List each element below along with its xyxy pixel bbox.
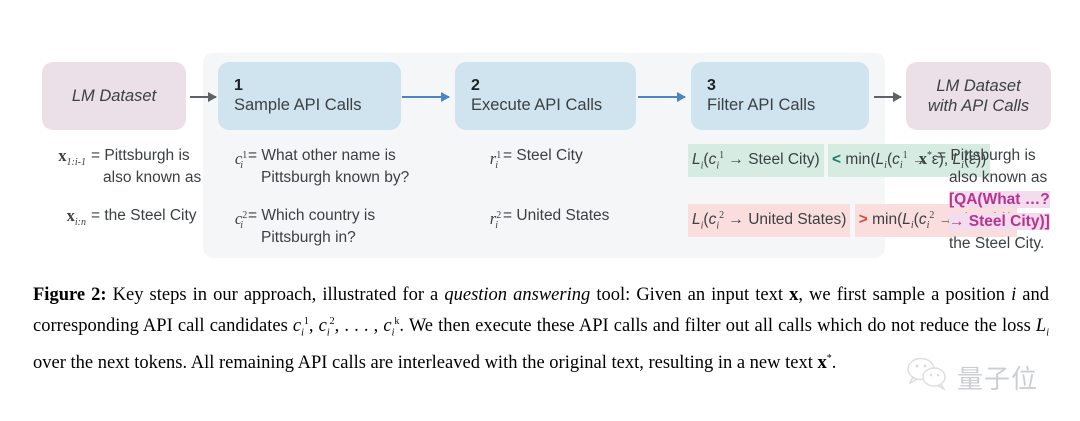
output-var-equals: =	[937, 147, 947, 164]
caption-math-loss: Li	[1035, 315, 1049, 339]
caption-label: Figure 2:	[33, 285, 107, 305]
lm-dataset-label: LM Dataset	[71, 87, 157, 105]
filter-expression-kept: Li(ci1 → Steel City) < min(Li(ci1 → ε), …	[688, 144, 991, 178]
step-2-title: Execute API Calls	[471, 96, 603, 114]
step-2-box: 2 Execute API Calls	[455, 62, 636, 130]
response-2-symbol: r	[489, 209, 497, 229]
input-var-2-symbol: x	[66, 206, 75, 225]
sampled-call-1-superscript: 1	[242, 150, 248, 161]
sampled-call-2-value-line2: Pittsburgh in?	[261, 229, 356, 246]
input-var-1-value-line2: also known as	[103, 169, 202, 186]
watermark: 量子位	[905, 357, 1055, 397]
step-2-number: 2	[471, 77, 480, 94]
filter-kept-operator: <	[832, 151, 842, 169]
caption-emphasis: question answering	[444, 285, 591, 305]
filter-kept-line2-row: < min(Li(ci1 → ε), Li(ε))	[828, 144, 991, 178]
arrow-step2-to-step3	[638, 92, 686, 102]
input-var-2-value: the Steel City	[104, 207, 197, 224]
caption-part7: .	[831, 353, 837, 373]
wechat-icon	[907, 357, 946, 391]
sampled-call-1-value-line2: Pittsburgh known by?	[261, 169, 410, 186]
input-var-2-equals: =	[91, 207, 101, 224]
input-var-1: x1:i-1 = Pittsburgh is also known as	[28, 145, 201, 189]
step-1-title: Sample API Calls	[234, 96, 362, 114]
response-2: r2i = United States	[474, 205, 610, 237]
sampled-call-1: c1i = What other name is Pittsburgh know…	[217, 145, 409, 189]
output-var-symbol: x	[918, 149, 927, 169]
response-2-superscript: 2	[496, 210, 502, 221]
input-var-2-subscript: i:n	[74, 217, 86, 229]
filter-kept-line2: min(Li(ci1 → ε), Li(ε))	[845, 150, 987, 172]
response-1-subscript: i	[495, 160, 498, 172]
caption-part1: Key steps in our approach, illustrated f…	[106, 285, 445, 305]
caption-part3: , we first sample a position	[798, 285, 1012, 305]
sampled-call-1-value-line1: What other name is	[261, 147, 396, 164]
figure-diagram: LM Dataset 1 Sample API Calls 2 Execute …	[28, 62, 1051, 255]
sampled-call-1-equals: =	[248, 147, 258, 164]
filter-kept-line1: Li(ci1 → Steel City)	[688, 144, 824, 178]
output-var-api-line2: → Steel City)]	[949, 213, 1050, 230]
response-2-subscript: i	[495, 220, 498, 232]
output-var-line2: also known as	[949, 169, 1048, 186]
filter-expression-discarded: Li(ci2 → United States) > min(Li(ci2 → ε…	[688, 204, 1017, 238]
arrow-step3-to-output	[874, 92, 902, 102]
caption-star: *	[826, 352, 832, 364]
input-var-1-symbol: x	[58, 146, 67, 165]
figure-caption: Figure 2: Key steps in our approach, ill…	[33, 283, 1049, 377]
sampled-call-2-subscript: i	[240, 220, 243, 232]
output-var-line3: the Steel City.	[949, 235, 1045, 252]
sampled-call-2-equals: =	[248, 207, 258, 224]
arrow-step1-to-step2	[402, 92, 450, 102]
sampled-call-2-symbol: c	[234, 209, 243, 229]
filter-discarded-line1: Li(ci2 → United States)	[688, 204, 851, 238]
response-1-equals: =	[503, 147, 513, 164]
output-var: x* = Pittsburgh is also known as [QA(Wha…	[910, 145, 1050, 255]
step-1-number: 1	[234, 77, 243, 94]
input-var-2: xi:n = the Steel City	[28, 205, 197, 234]
caption-part2: tool: Given an input text	[590, 285, 790, 305]
response-1: r1i = Steel City	[474, 145, 583, 177]
input-var-1-subscript: 1:i-1	[66, 157, 86, 169]
sampled-call-2-value-line1: Which country is	[261, 207, 376, 224]
sampled-call-2-superscript: 2	[242, 210, 248, 221]
lm-dataset-api-label-line1: LM Dataset	[936, 77, 1021, 95]
sampled-call-1-subscript: i	[240, 160, 243, 172]
caption-part4: and corresponding API call candidates	[33, 285, 1049, 336]
arrow-dataset-to-step1	[190, 92, 217, 102]
step-1-box: 1 Sample API Calls	[218, 62, 401, 130]
output-var-api-line1: [QA(What …?	[949, 191, 1050, 208]
output-var-superscript: *	[927, 150, 932, 161]
step-3-box: 3 Filter API Calls	[691, 62, 869, 130]
step-3-number: 3	[707, 77, 716, 94]
caption-bold-x2: x	[817, 353, 827, 373]
filter-discarded-operator: >	[858, 211, 868, 229]
response-1-value: Steel City	[516, 147, 583, 164]
sampled-call-1-symbol: c	[234, 149, 243, 169]
step-3-title: Filter API Calls	[707, 96, 816, 114]
response-2-value: United States	[516, 207, 610, 224]
output-var-line1: Pittsburgh is	[950, 147, 1036, 164]
response-1-superscript: 1	[496, 150, 502, 161]
lm-dataset-with-api-calls-box: LM Dataset with API Calls	[906, 62, 1051, 130]
lm-dataset-box: LM Dataset	[42, 62, 186, 130]
response-2-equals: =	[503, 207, 513, 224]
caption-bold-x: x	[789, 285, 799, 305]
input-var-1-value-line1: Pittsburgh is	[104, 147, 190, 164]
caption-part5: . We then execute these API calls and fi…	[399, 315, 1036, 336]
caption-italic-i: i	[1011, 285, 1017, 305]
sampled-call-2: c2i = Which country is Pittsburgh in?	[217, 205, 375, 249]
caption-part6: over the next tokens. All remaining API …	[33, 353, 818, 373]
watermark-text: 量子位	[957, 365, 1039, 395]
input-var-1-equals: =	[91, 147, 101, 164]
caption-math-candidates: ci1, ci2, . . . , cik	[292, 315, 400, 339]
lm-dataset-api-label-line2: with API Calls	[927, 97, 1030, 115]
response-1-symbol: r	[489, 149, 497, 169]
